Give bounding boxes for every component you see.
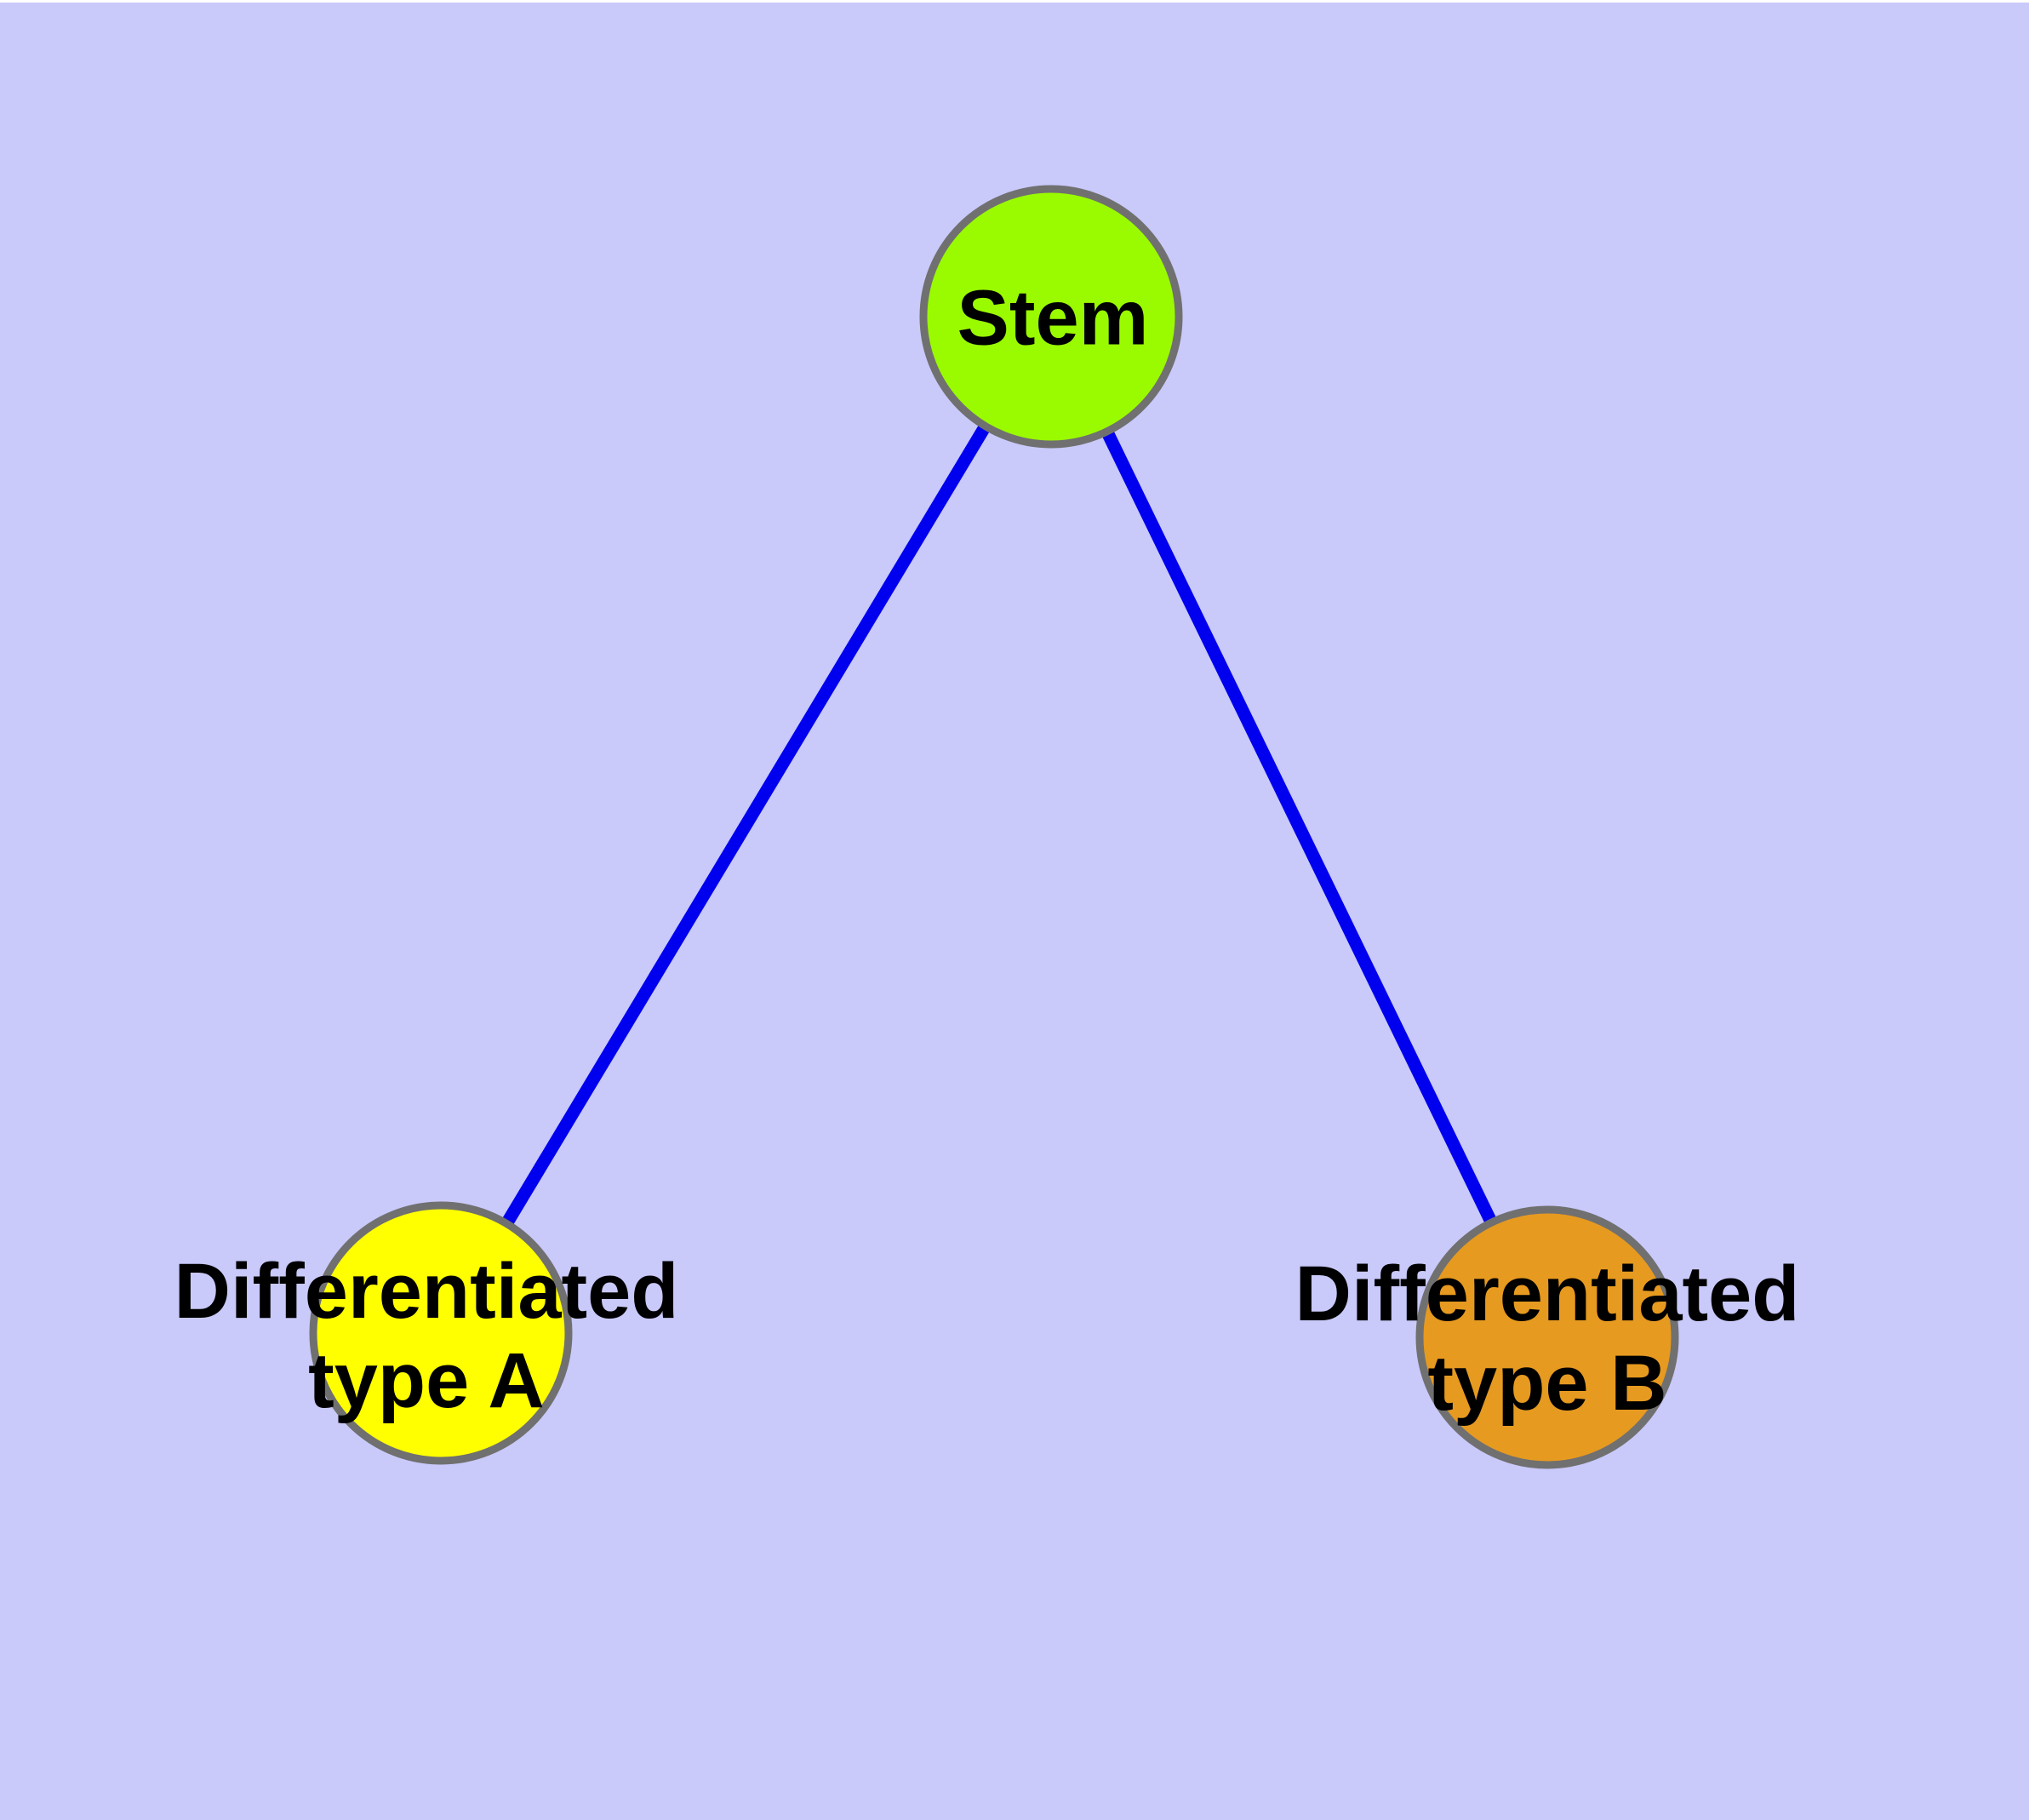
node-stem [919, 185, 1183, 449]
node-differentiated-type-a [309, 1201, 573, 1465]
node-differentiated-type-b [1415, 1205, 1679, 1469]
node-label-differentiated-type-a: Differentiated type A [174, 1248, 679, 1424]
edge-stem-to-type-a [435, 313, 1057, 1336]
node-label-differentiated-type-b: Differentiated type B [1295, 1251, 1800, 1427]
node-label-stem: Stem [957, 274, 1149, 362]
edge-stem-to-type-b [1045, 313, 1553, 1341]
